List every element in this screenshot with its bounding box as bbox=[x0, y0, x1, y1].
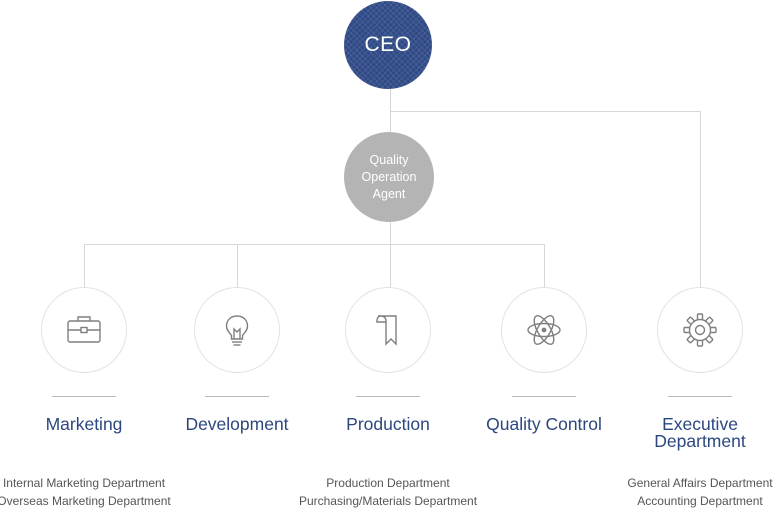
dept-quality-control-circle bbox=[501, 287, 587, 373]
dept-marketing-title: Marketing bbox=[45, 414, 123, 434]
dept-marketing-circle bbox=[41, 287, 127, 373]
agent-label-line-1: Quality bbox=[369, 152, 409, 167]
production-subdepartments: Production Department Purchasing/Materia… bbox=[258, 474, 518, 510]
dept-production: Production bbox=[298, 287, 478, 433]
agent-label-line-2: Operation bbox=[361, 169, 417, 184]
dept-executive-circle bbox=[657, 287, 743, 373]
subdepartment-item: Accounting Department bbox=[637, 494, 763, 508]
atom-icon bbox=[527, 315, 561, 345]
dept-executive: Executive Department bbox=[610, 287, 777, 450]
document-icon bbox=[376, 315, 397, 346]
dept-executive-title: Executive Department bbox=[654, 414, 746, 451]
gear-icon bbox=[683, 313, 717, 347]
dept-quality-control-divider bbox=[512, 396, 576, 397]
quality-operation-agent-node: Quality Operation Agent bbox=[344, 132, 434, 222]
subdepartment-item: Production Department bbox=[326, 476, 450, 490]
dept-quality-control: Quality Control bbox=[454, 287, 634, 433]
dept-production-circle bbox=[345, 287, 431, 373]
subdepartment-item: Internal Marketing Department bbox=[2, 476, 166, 490]
dept-development-circle bbox=[194, 287, 280, 373]
ceo-node: CEO bbox=[344, 1, 432, 89]
agent-label-line-3: Agent bbox=[372, 186, 406, 201]
marketing-subdepartments: Internal Marketing Department Overseas M… bbox=[0, 474, 214, 510]
dept-production-divider bbox=[356, 396, 420, 397]
lightbulb-icon bbox=[225, 315, 249, 346]
dept-quality-control-title: Quality Control bbox=[486, 414, 602, 434]
subdepartment-item: Overseas Marketing Department bbox=[0, 494, 171, 508]
dept-development-title: Development bbox=[185, 414, 289, 434]
dept-development-divider bbox=[205, 396, 269, 397]
dept-development: Development bbox=[147, 287, 327, 433]
dept-marketing: Marketing bbox=[0, 287, 174, 433]
ceo-label: CEO bbox=[364, 33, 412, 56]
dept-executive-divider bbox=[668, 396, 732, 397]
dept-marketing-divider bbox=[52, 396, 116, 397]
subdepartment-item: General Affairs Department bbox=[627, 476, 773, 490]
executive-subdepartments: General Affairs Department Accounting De… bbox=[570, 474, 777, 510]
dept-production-title: Production bbox=[346, 414, 430, 434]
briefcase-icon bbox=[67, 316, 101, 343]
subdepartment-item: Purchasing/Materials Department bbox=[298, 494, 478, 508]
